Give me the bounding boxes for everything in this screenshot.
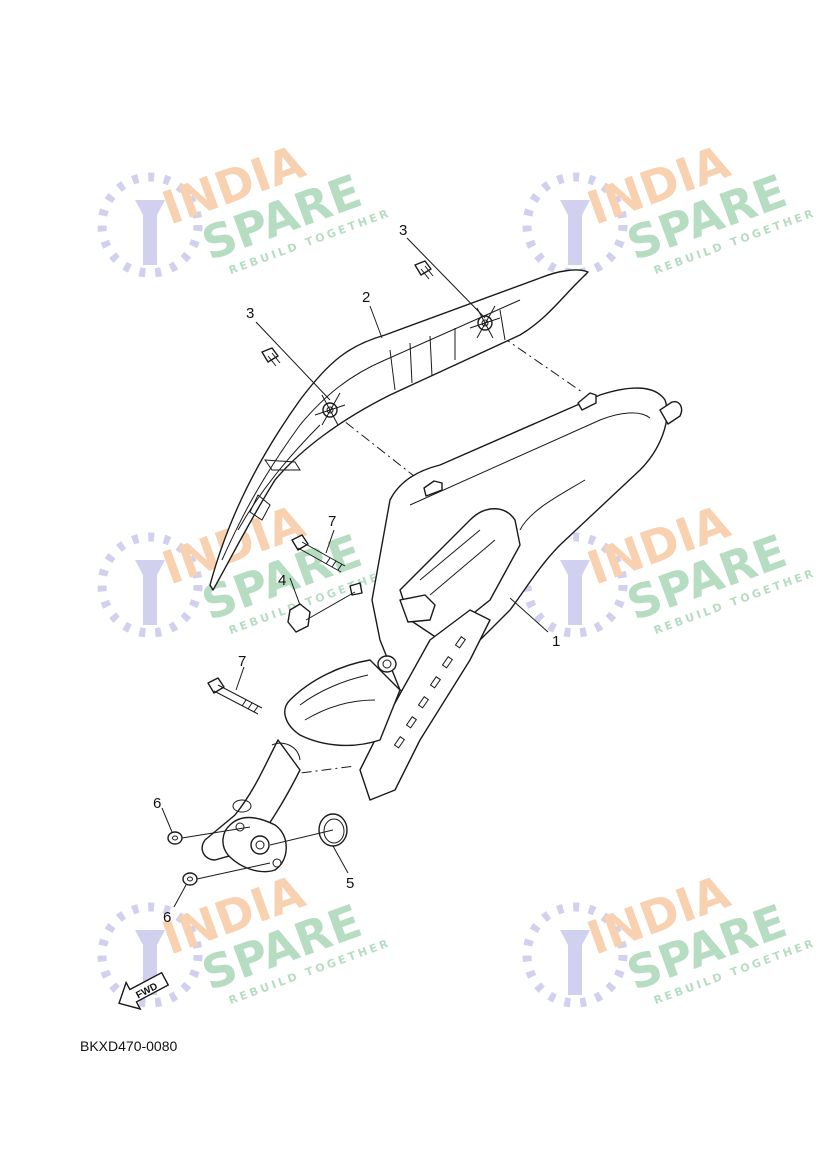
mount-boss <box>314 392 346 426</box>
watermark-wrench-icon <box>135 930 165 995</box>
watermark-ring-icon <box>522 172 628 278</box>
watermark-ring-icon <box>522 902 628 1008</box>
callout-5: 5 <box>346 875 354 892</box>
part-3-bolt <box>414 260 434 280</box>
watermark-ring-icon <box>522 532 628 638</box>
callout-3: 3 <box>246 305 254 322</box>
watermark-logo: INDIA SPARE REBUILD TOGETHER <box>522 864 818 1008</box>
part-4-clip-nut <box>287 582 363 633</box>
watermark-wrench-icon <box>135 560 165 625</box>
watermark-logo: INDIA SPARE REBUILD TOGETHER <box>97 134 393 278</box>
part-6-washer <box>182 872 198 886</box>
part-6-washer <box>167 831 183 845</box>
callout-numbers: 2 3 3 1 4 7 7 5 6 6 <box>153 222 560 926</box>
callout-2: 2 <box>362 289 370 306</box>
callout-1: 1 <box>552 633 560 650</box>
part-7-long-bolt <box>291 534 346 573</box>
watermark-logo: INDIA SPARE REBUILD TOGETHER <box>522 134 818 278</box>
fwd-arrow-icon: FWD <box>118 971 170 1011</box>
callout-6: 6 <box>153 795 161 812</box>
mount-boss <box>469 305 501 339</box>
part-3-bolt <box>261 347 281 367</box>
part-7-long-bolt <box>207 677 263 715</box>
part-2-muffler-protector <box>209 269 589 591</box>
part-1-muffler-assembly <box>201 387 683 873</box>
callout-7: 7 <box>238 653 246 670</box>
callout-6: 6 <box>163 909 171 926</box>
watermark-wrench-icon <box>560 930 590 995</box>
diagram-code: BKXD470-0080 <box>80 1038 178 1054</box>
watermark-wrench-icon <box>560 200 590 265</box>
watermark-wrench-icon <box>135 200 165 265</box>
callout-7: 7 <box>328 513 336 530</box>
callout-4: 4 <box>278 572 286 589</box>
callout-3: 3 <box>399 222 407 239</box>
watermark-ring-icon <box>97 172 203 278</box>
watermark-ring-icon <box>97 532 203 638</box>
watermark-ring-icon <box>97 902 203 1008</box>
guard-slots <box>393 636 467 749</box>
watermark-wrench-icon <box>560 560 590 625</box>
leader-lines <box>161 237 549 908</box>
